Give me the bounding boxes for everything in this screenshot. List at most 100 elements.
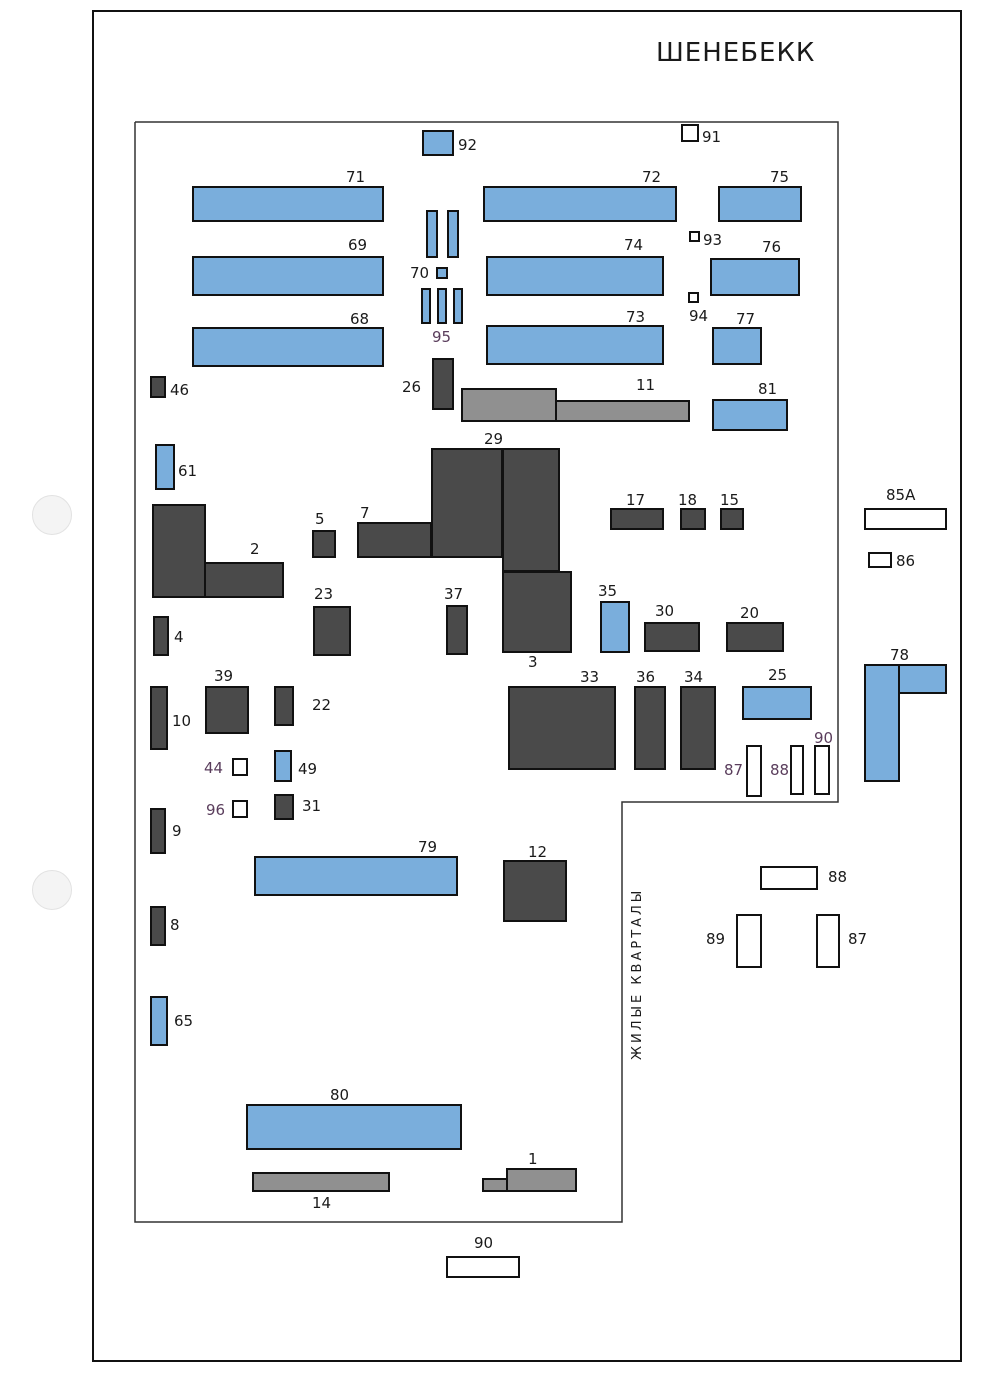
building-8[interactable]	[150, 906, 166, 946]
building-9[interactable]	[150, 808, 166, 854]
building-75[interactable]	[718, 186, 802, 222]
building-93[interactable]	[689, 231, 700, 242]
building-33[interactable]	[508, 686, 616, 770]
building-2-horizontal[interactable]	[204, 562, 284, 598]
building-80[interactable]	[246, 1104, 462, 1150]
building-23[interactable]	[313, 606, 351, 656]
building-69[interactable]	[192, 256, 384, 296]
label-2: 2	[250, 540, 260, 558]
label-73: 73	[626, 308, 646, 326]
label-90: 90	[474, 1234, 494, 1252]
label-75: 75	[770, 168, 790, 186]
label-92: 92	[458, 136, 478, 154]
building-87-small[interactable]	[746, 745, 762, 797]
building-81[interactable]	[712, 399, 788, 431]
building-36[interactable]	[634, 686, 666, 770]
building-95c[interactable]	[421, 288, 431, 324]
building-73[interactable]	[486, 325, 664, 365]
building-77[interactable]	[712, 327, 762, 365]
label-93: 93	[703, 231, 723, 249]
label-90-small: 90	[814, 729, 834, 747]
label-8: 8	[170, 916, 180, 934]
building-76[interactable]	[710, 258, 800, 296]
label-81: 81	[758, 380, 778, 398]
building-7[interactable]	[357, 522, 432, 558]
building-5[interactable]	[312, 530, 336, 558]
label-10: 10	[172, 712, 192, 730]
building-79[interactable]	[254, 856, 458, 896]
label-25: 25	[768, 666, 788, 684]
building-65[interactable]	[150, 996, 168, 1046]
label-79: 79	[418, 838, 438, 856]
building-49[interactable]	[274, 750, 292, 782]
label-33: 33	[580, 668, 600, 686]
building-70[interactable]	[436, 267, 448, 279]
label-17: 17	[626, 491, 646, 509]
map-sheet	[92, 10, 962, 1362]
label-35: 35	[598, 582, 618, 600]
building-30[interactable]	[644, 622, 700, 652]
building-90-small[interactable]	[814, 745, 830, 795]
building-29-annex[interactable]	[502, 448, 560, 572]
building-72[interactable]	[483, 186, 677, 222]
building-25[interactable]	[742, 686, 812, 720]
building-95d[interactable]	[437, 288, 447, 324]
building-87[interactable]	[816, 914, 840, 968]
building-68[interactable]	[192, 327, 384, 367]
label-1: 1	[528, 1150, 538, 1168]
label-29: 29	[484, 430, 504, 448]
label-23: 23	[314, 585, 334, 603]
label-22: 22	[312, 696, 332, 714]
building-31[interactable]	[274, 794, 294, 820]
label-86: 86	[896, 552, 916, 570]
building-3[interactable]	[502, 571, 572, 653]
building-74[interactable]	[486, 256, 664, 296]
building-1[interactable]	[506, 1168, 577, 1192]
label-87-small: 87	[724, 761, 744, 779]
building-95b[interactable]	[447, 210, 459, 258]
building-71[interactable]	[192, 186, 384, 222]
building-35[interactable]	[600, 601, 630, 653]
label-77: 77	[736, 310, 756, 328]
building-34[interactable]	[680, 686, 716, 770]
building-12[interactable]	[503, 860, 567, 922]
building-94[interactable]	[688, 292, 699, 303]
building-92[interactable]	[422, 130, 454, 156]
building-39[interactable]	[205, 686, 249, 734]
building-88-small[interactable]	[790, 745, 804, 795]
label-74: 74	[624, 236, 644, 254]
building-11-main[interactable]	[461, 388, 557, 422]
building-17[interactable]	[610, 508, 664, 530]
building-10[interactable]	[150, 686, 168, 750]
building-95a[interactable]	[426, 210, 438, 258]
building-26[interactable]	[432, 358, 454, 410]
building-22[interactable]	[274, 686, 294, 726]
building-91[interactable]	[681, 124, 699, 142]
building-20[interactable]	[726, 622, 784, 652]
label-49: 49	[298, 760, 318, 778]
building-85a[interactable]	[864, 508, 947, 530]
label-31: 31	[302, 797, 322, 815]
building-44[interactable]	[232, 758, 248, 776]
building-61[interactable]	[155, 444, 175, 490]
building-88[interactable]	[760, 866, 818, 890]
building-15[interactable]	[720, 508, 744, 530]
building-37[interactable]	[446, 605, 468, 655]
label-94: 94	[689, 307, 709, 325]
building-86[interactable]	[868, 552, 892, 568]
label-11: 11	[636, 376, 656, 394]
building-14[interactable]	[252, 1172, 390, 1192]
building-11-wing[interactable]	[555, 400, 690, 422]
building-78-horizontal[interactable]	[898, 664, 947, 694]
building-46[interactable]	[150, 376, 166, 398]
building-4[interactable]	[153, 616, 169, 656]
building-89[interactable]	[736, 914, 762, 968]
building-78-vertical[interactable]	[864, 664, 900, 782]
building-90[interactable]	[446, 1256, 520, 1278]
building-96[interactable]	[232, 800, 248, 818]
building-95e[interactable]	[453, 288, 463, 324]
building-29[interactable]	[431, 448, 503, 558]
building-18[interactable]	[680, 508, 706, 530]
label-15: 15	[720, 491, 740, 509]
building-2-vertical[interactable]	[152, 504, 206, 598]
